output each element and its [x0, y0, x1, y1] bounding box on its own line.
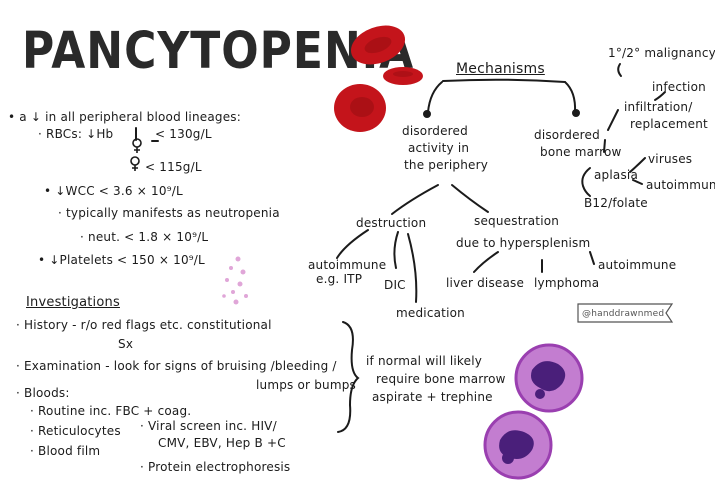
examination-line-2: lumps or bumps [256, 378, 356, 392]
bracket-note-3: aspirate + trephine [372, 390, 493, 404]
dic-label: DIC [384, 278, 406, 292]
investigations-heading: Investigations [26, 295, 120, 310]
infiltration-label: infiltration/ [624, 100, 693, 114]
history-sx: Sx [118, 337, 134, 351]
b12-folate-label: B12/folate [584, 196, 648, 210]
examination-line: · Examination - look for signs of bruisi… [16, 359, 337, 373]
platelets-illustration [222, 256, 248, 305]
destruction-label: destruction [356, 216, 427, 230]
watermark-banner [577, 303, 674, 323]
viruses-label: viruses [648, 152, 693, 166]
autoimmune-aplasia-label: autoimmune [646, 178, 715, 192]
periphery-label-2: activity in [408, 141, 470, 155]
autoimmune-sequestration-label: autoimmune [598, 258, 677, 272]
hypersplenism-label: due to hypersplenism [456, 236, 591, 250]
viral-screen-line: · Viral screen inc. HIV/ [140, 419, 277, 433]
marrow-label-1: disordered [534, 128, 600, 142]
mechanism-tree-lines [135, 63, 666, 433]
neutropenia-line: · typically manifests as neutropenia [58, 206, 280, 220]
periphery-label-3: the periphery [404, 158, 489, 172]
bracket-note-2: require bone marrow [376, 372, 506, 386]
watermark-label: @handdrawnmed [582, 309, 665, 319]
malignancy-label: 1°/2° malignancy [608, 46, 715, 60]
routine-line: · Routine inc. FBC + coag. [30, 404, 192, 418]
marrow-label-2: bone marrow [540, 145, 622, 159]
rbc-label: · RBCs: ↓Hb [38, 127, 114, 141]
rbc-female-value: < 115g/L [145, 160, 202, 174]
infection-label: infection [652, 80, 706, 94]
aplasia-label: aplasia [594, 168, 638, 182]
red-blood-cells-illustration [334, 25, 423, 132]
wcc-line: • ↓WCC < 3.6 × 10⁹/L [44, 184, 183, 198]
neutrophil-line: · neut. < 1.8 × 10⁹/L [80, 230, 209, 244]
protein-electrophoresis-line: · Protein electrophoresis [140, 460, 291, 474]
history-line: · History - r/o red flags etc. constitut… [16, 318, 272, 332]
rbc-male-value: < 130g/L [155, 127, 212, 141]
medication-label: medication [396, 306, 465, 320]
lymphoma-label: lymphoma [534, 276, 600, 290]
replacement-label: replacement [630, 117, 708, 131]
blood-film-line: · Blood film [30, 444, 101, 458]
mechanisms-heading: Mechanisms [456, 61, 545, 77]
definition-line: • a ↓ in all peripheral blood lineages: [8, 110, 241, 124]
sequestration-label: sequestration [474, 214, 560, 228]
bracket-note-1: if normal will likely [366, 354, 483, 368]
page-title: PANCYTOPENIA [22, 22, 415, 81]
itp-example-label: e.g. ITP [316, 272, 363, 286]
gender-symbols [130, 138, 142, 171]
liver-disease-label: liver disease [446, 276, 525, 290]
autoimmune-itp-label: autoimmune [308, 258, 387, 272]
platelets-line: • ↓Platelets < 150 × 10⁹/L [38, 253, 205, 267]
periphery-label-1: disordered [402, 124, 468, 138]
viral-screen-line-2: CMV, EBV, Hep B +C [158, 436, 286, 450]
reticulocytes-line: · Reticulocytes [30, 424, 121, 438]
bloods-line: · Bloods: [16, 386, 70, 400]
white-cells-illustration [483, 343, 584, 480]
